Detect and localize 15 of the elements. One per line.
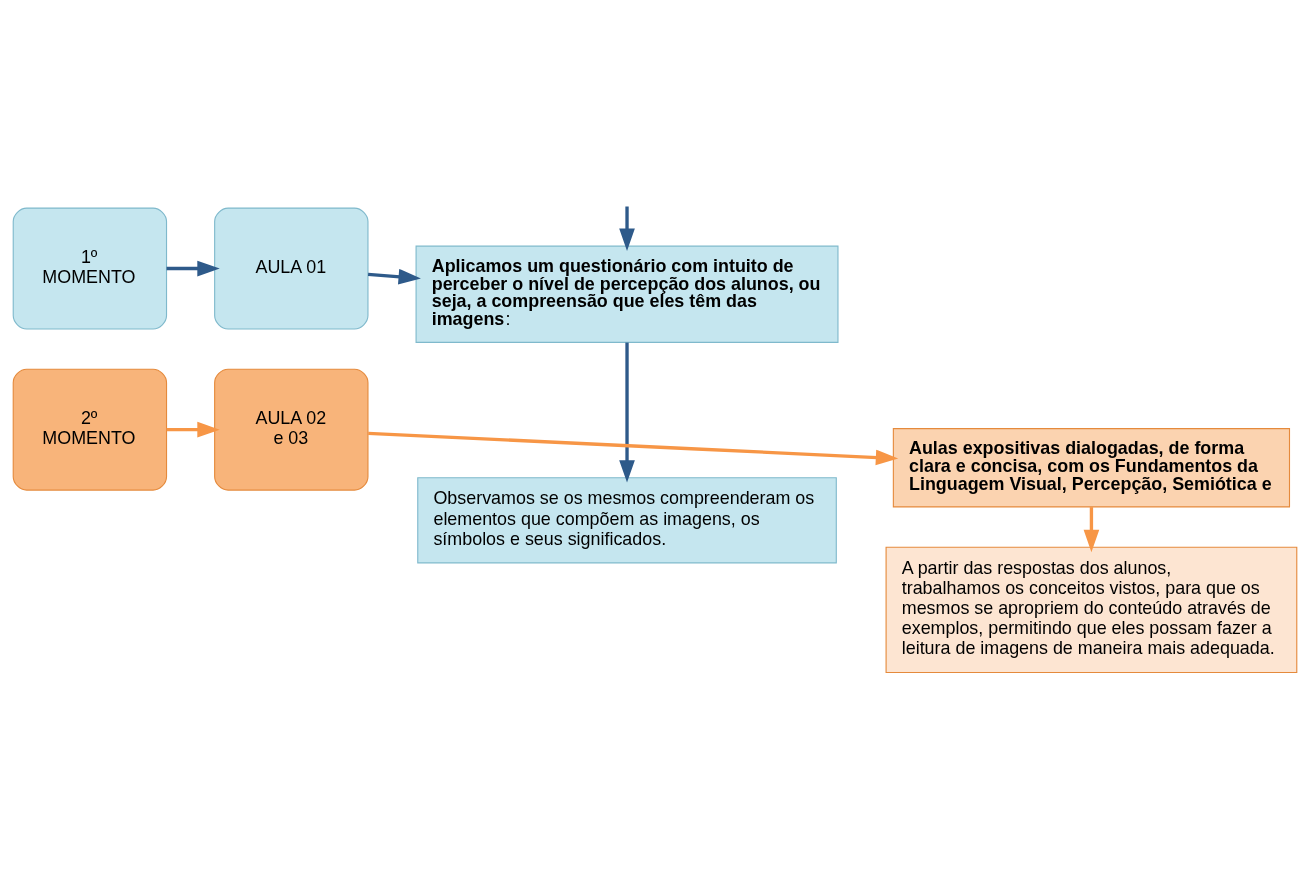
node-box: AULA 02 e 03: [214, 368, 369, 491]
node-box: 2º MOMENTO: [12, 368, 168, 491]
node-box: A partir das respostas dos alunos, trabalhamos os conceitos vistos, para que os mesmos se apropriem do conteúdo através de exemplos, permitindo que eles possam fazer a leitura de imagens de maneira mais adequada.: [885, 546, 1298, 674]
arrow: [368, 431, 899, 466]
node-box: Aplicamos um questionário com intuito de perceber o nível de percepção dos alunos, ou seja, a compreensão que eles têm das imagens:: [415, 245, 839, 343]
node-box: Aulas expositivas dialogadas, de forma clara e concisa, com os Fundamentos da Linguagem Visual, Percepção, Semiótica e: [892, 428, 1291, 508]
arrow: [619, 206, 635, 252]
node-box: 1º MOMENTO: [12, 207, 168, 330]
arrow: [619, 342, 635, 483]
arrow: [1083, 507, 1100, 553]
arrow: [166, 260, 220, 277]
node-box: AULA 01: [214, 207, 369, 330]
arrow: [166, 421, 220, 438]
node-box: Observamos se os mesmos compreenderam os elementos que compõem as imagens, os símbolos e seus significados.: [417, 477, 837, 564]
arrow: [367, 268, 421, 285]
